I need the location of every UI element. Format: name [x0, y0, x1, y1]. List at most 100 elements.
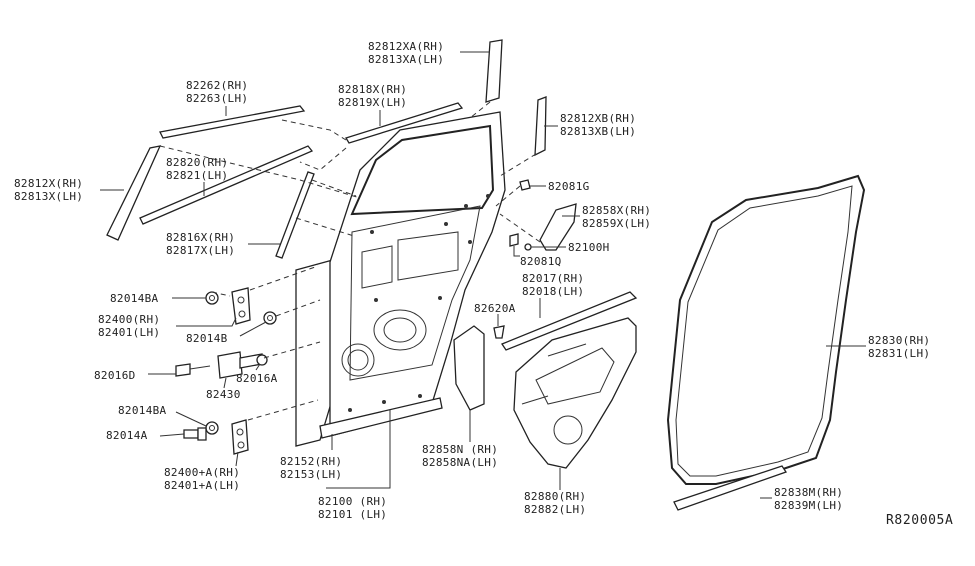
part-82016d-bolt [175, 363, 211, 377]
part-82081g-clip [519, 179, 531, 191]
svg-text:82813X(LH): 82813X(LH) [14, 190, 83, 203]
svg-text:82430: 82430 [206, 388, 241, 401]
label-82016a: 82016A [236, 372, 278, 385]
svg-text:82858NA(LH): 82858NA(LH) [422, 456, 498, 469]
svg-text:82100H: 82100H [568, 241, 610, 254]
label-82400a: 82400+A(RH) 82401+A(LH) [164, 466, 240, 492]
part-82081q-clip [509, 233, 519, 247]
label-82880: 82880(RH) 82882(LH) [524, 490, 586, 516]
label-82400: 82400(RH) 82401(LH) [98, 313, 160, 339]
svg-text:82152(RH): 82152(RH) [280, 455, 342, 468]
label-82812xb: 82812XB(RH) 82813XB(LH) [560, 112, 636, 138]
part-82830-weatherstrip [666, 174, 866, 485]
part-82262-molding [159, 105, 306, 139]
svg-text:82017(RH): 82017(RH) [522, 272, 584, 285]
part-82100h-clip [524, 243, 532, 251]
svg-text:82831(LH): 82831(LH) [868, 347, 930, 360]
part-82430-check-link [217, 351, 263, 379]
svg-text:82263(LH): 82263(LH) [186, 92, 248, 105]
label-82816x: 82816X(RH) 82817X(LH) [166, 231, 235, 257]
label-82858n: 82858N (RH) 82858NA(LH) [422, 443, 498, 469]
svg-text:82882(LH): 82882(LH) [524, 503, 586, 516]
label-82014b: 82014B [186, 332, 228, 345]
label-82262: 82262(RH) 82263(LH) [186, 79, 248, 105]
part-82014a-bolt [183, 427, 207, 441]
svg-text:82101 (LH): 82101 (LH) [318, 508, 387, 521]
svg-text:82812XA(RH): 82812XA(RH) [368, 40, 444, 53]
svg-text:82812X(RH): 82812X(RH) [14, 177, 83, 190]
assembly-dashed-lines [159, 101, 541, 421]
label-82830: 82830(RH) 82831(LH) [868, 334, 930, 360]
part-82014b-bolt [263, 311, 277, 325]
svg-text:82816X(RH): 82816X(RH) [166, 231, 235, 244]
label-82858x: 82858X(RH) 82859X(LH) [582, 204, 651, 230]
svg-text:82859X(LH): 82859X(LH) [582, 217, 651, 230]
part-82812xa-sash-trim [485, 39, 503, 103]
svg-text:82400+A(RH): 82400+A(RH) [164, 466, 240, 479]
label-82081q: 82081Q [520, 255, 562, 268]
svg-text:82401(LH): 82401(LH) [98, 326, 160, 339]
label-82812x: 82812X(RH) 82813X(LH) [14, 177, 83, 203]
label-82100: 82100 (RH) 82101 (LH) [318, 495, 387, 521]
svg-text:82821(LH): 82821(LH) [166, 169, 228, 182]
svg-text:82014B: 82014B [186, 332, 228, 345]
label-82016d: 82016D [94, 369, 136, 382]
leader-lines [100, 51, 866, 499]
svg-text:82839M(LH): 82839M(LH) [774, 499, 843, 512]
part-82014ba-bolt-top [205, 291, 219, 305]
diagram-id: R820005A [886, 513, 953, 528]
part-82812x-trim [106, 145, 162, 241]
svg-text:82400(RH): 82400(RH) [98, 313, 160, 326]
svg-text:82818X(RH): 82818X(RH) [338, 83, 407, 96]
label-82812xa: 82812XA(RH) 82813XA(LH) [368, 40, 444, 66]
part-82820-belt-molding [139, 145, 314, 225]
label-82818x: 82818X(RH) 82819X(LH) [338, 83, 407, 109]
part-82858n-screen [453, 325, 485, 411]
svg-text:82813XA(LH): 82813XA(LH) [368, 53, 444, 66]
svg-text:82018(LH): 82018(LH) [522, 285, 584, 298]
svg-text:82830(RH): 82830(RH) [868, 334, 930, 347]
part-82400a-lower-hinge [231, 419, 249, 455]
part-82017-inner-strip [501, 291, 638, 351]
svg-text:82838M(RH): 82838M(RH) [774, 486, 843, 499]
svg-text:82100 (RH): 82100 (RH) [318, 495, 387, 508]
label-82430: 82430 [206, 388, 241, 401]
part-82816x-channel [275, 171, 315, 259]
label-82620a: 82620A [474, 302, 516, 315]
svg-text:82812XB(RH): 82812XB(RH) [560, 112, 636, 125]
label-82820: 82820(RH) 82821(LH) [166, 156, 228, 182]
svg-text:82858N (RH): 82858N (RH) [422, 443, 498, 456]
label-82014ba-bottom: 82014BA [118, 404, 167, 417]
svg-text:82820(RH): 82820(RH) [166, 156, 228, 169]
label-82017: 82017(RH) 82018(LH) [522, 272, 584, 298]
svg-text:82081Q: 82081Q [520, 255, 562, 268]
part-82838m-sill-strip [673, 465, 788, 511]
label-82100h: 82100H [568, 241, 610, 254]
part-82016a-bolt [256, 354, 268, 366]
part-82812xb-trim [534, 96, 547, 157]
svg-text:82880(RH): 82880(RH) [524, 490, 586, 503]
svg-text:82819X(LH): 82819X(LH) [338, 96, 407, 109]
part-82100-door-shell [295, 111, 506, 447]
part-82880-trim-panel [513, 317, 637, 469]
part-82818x-molding [345, 102, 464, 144]
svg-text:82014BA: 82014BA [110, 292, 159, 305]
svg-text:82620A: 82620A [474, 302, 516, 315]
svg-text:82858X(RH): 82858X(RH) [582, 204, 651, 217]
svg-text:82401+A(LH): 82401+A(LH) [164, 479, 240, 492]
svg-text:82081G: 82081G [548, 180, 590, 193]
svg-text:82813XB(LH): 82813XB(LH) [560, 125, 636, 138]
svg-text:82016D: 82016D [94, 369, 136, 382]
svg-text:82014A: 82014A [106, 429, 148, 442]
part-82620a-clip [493, 325, 505, 339]
svg-text:82016A: 82016A [236, 372, 278, 385]
label-82152: 82152(RH) 82153(LH) [280, 455, 342, 481]
part-82400-upper-hinge [231, 287, 251, 325]
svg-text:82817X(LH): 82817X(LH) [166, 244, 235, 257]
svg-text:82262(RH): 82262(RH) [186, 79, 248, 92]
label-82081g: 82081G [548, 180, 590, 193]
label-82014a: 82014A [106, 429, 148, 442]
svg-text:82014BA: 82014BA [118, 404, 167, 417]
label-82014ba-top: 82014BA [110, 292, 159, 305]
